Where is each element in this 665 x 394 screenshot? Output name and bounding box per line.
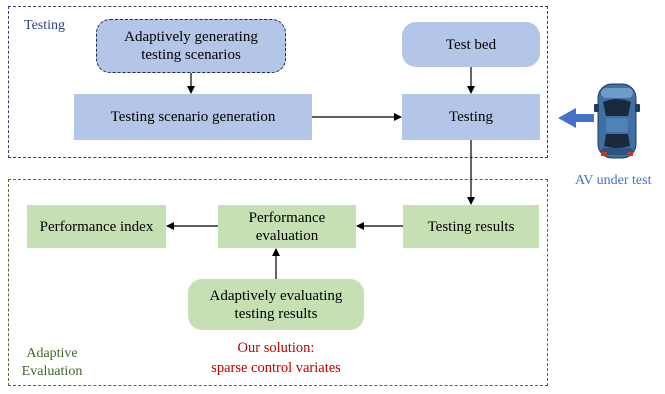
evaluation-frame-label: Adaptive Evaluation: [16, 345, 88, 380]
evaluation-frame: [8, 179, 548, 386]
testing-box: Testing: [402, 94, 540, 140]
testing-results-label: Testing results: [427, 218, 515, 235]
av-input-arrow: [558, 108, 594, 128]
solution-line1: Our solution:: [237, 340, 315, 356]
testing-label: Testing: [449, 109, 493, 125]
performance-evaluation-box: Performance evaluation: [218, 205, 356, 248]
performance-index-label: Performance index: [39, 218, 154, 235]
testing-frame-label: Testing: [24, 18, 66, 33]
evaluation-label-line2: Evaluation: [21, 363, 83, 379]
test-bed-label: Test bed: [445, 36, 497, 53]
scenario-generation-label: Testing scenario generation: [110, 109, 276, 125]
adaptive-evaluation-line1: Adaptively evaluating: [209, 287, 343, 304]
adaptive-evaluation-box: Adaptively evaluating testing results: [188, 279, 364, 330]
performance-index-box: Performance index: [27, 205, 166, 248]
adaptive-evaluation-line2: testing results: [234, 305, 318, 322]
av-under-test-label: AV under test: [575, 173, 652, 188]
test-bed-box: Test bed: [402, 22, 540, 67]
performance-evaluation-line2: evaluation: [255, 227, 319, 244]
adaptive-generation-line1: Adaptively generating: [124, 29, 258, 45]
testing-results-box: Testing results: [403, 205, 539, 248]
scenario-generation-box: Testing scenario generation: [74, 94, 312, 140]
adaptive-generation-box: Adaptively generating testing scenarios: [96, 19, 286, 73]
car-top-view-icon: [594, 83, 640, 159]
solution-line2: sparse control variates: [211, 359, 341, 376]
testing-frame: [8, 6, 548, 158]
solution-text: Our solution: sparse control variates: [186, 339, 366, 378]
performance-evaluation-line1: Performance: [248, 209, 326, 226]
adaptive-generation-line2: testing scenarios: [141, 47, 241, 63]
evaluation-label-line1: Adaptive: [26, 346, 78, 361]
